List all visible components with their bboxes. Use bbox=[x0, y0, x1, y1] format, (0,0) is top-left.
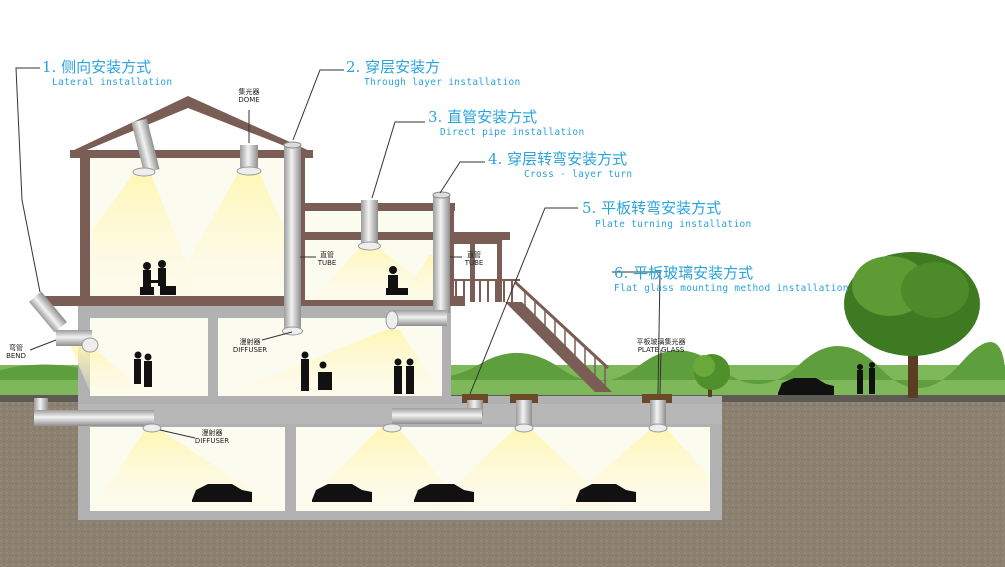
cars bbox=[192, 378, 834, 502]
staircase bbox=[505, 280, 612, 392]
method-4-title: 4. 穿层转弯安装方式 bbox=[488, 150, 628, 168]
floor-slab bbox=[45, 296, 465, 306]
method-5-title: 5. 平板转弯安装方式 bbox=[582, 199, 722, 217]
light-beams bbox=[70, 170, 708, 510]
deck-railing bbox=[452, 279, 520, 302]
method-1-title: 1. 侧向安装方式 bbox=[42, 58, 152, 76]
trees bbox=[693, 252, 980, 398]
method-2-title: 2. 穿层安装方 bbox=[346, 58, 441, 76]
method-1-subtitle: Lateral installation bbox=[52, 77, 173, 88]
leader-lines bbox=[15, 67, 662, 439]
method-4-subtitle: Cross - layer turn bbox=[524, 169, 633, 180]
people-silhouettes bbox=[134, 260, 875, 394]
light-pipes bbox=[29, 118, 672, 433]
method-2-subtitle: Through layer installation bbox=[364, 77, 521, 88]
method-5-subtitle: Plate turning installation bbox=[595, 219, 752, 230]
method-3-title: 3. 直管安装方式 bbox=[428, 108, 538, 126]
method-3-subtitle: Direct pipe installation bbox=[440, 127, 585, 138]
method-6-subtitle: Flat glass mounting method installation bbox=[614, 283, 849, 294]
method-6-title: 6. 平板玻璃安装方式 bbox=[614, 264, 754, 282]
